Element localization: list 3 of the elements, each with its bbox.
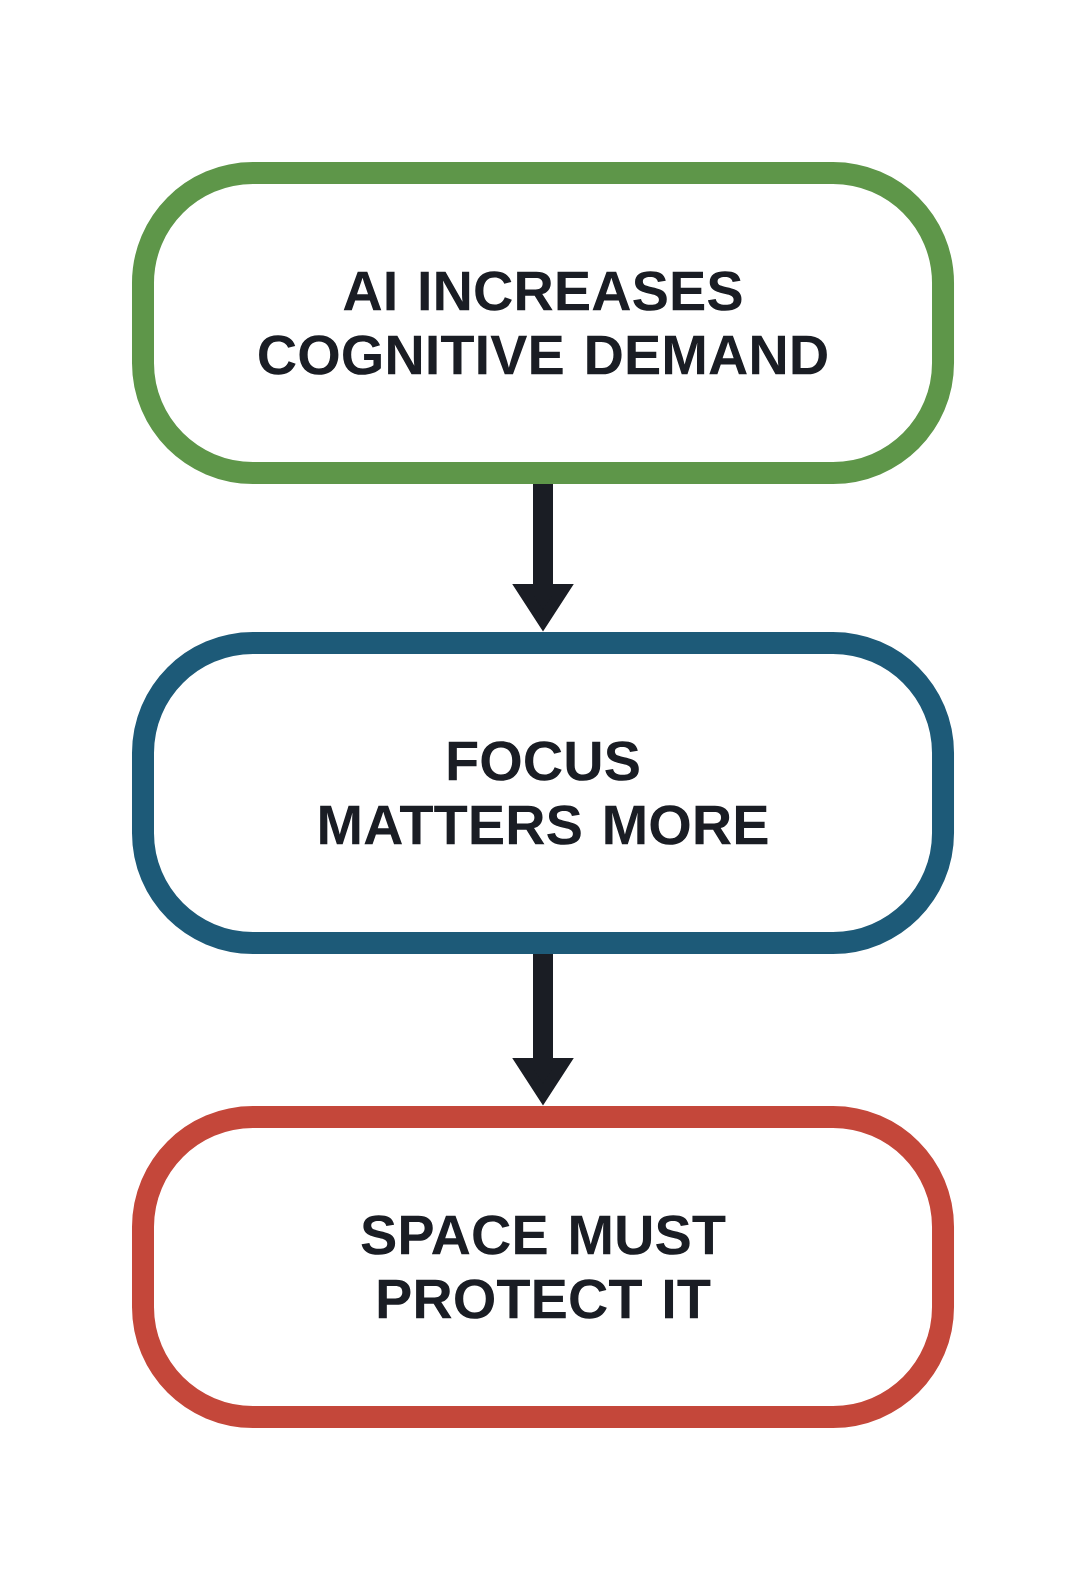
process-box: SPACE MUST PROTECT IT (132, 1106, 954, 1428)
process-box: FOCUS MATTERS MORE (132, 632, 954, 954)
process-box: AI INCREASES COGNITIVE DEMAND (132, 162, 954, 484)
